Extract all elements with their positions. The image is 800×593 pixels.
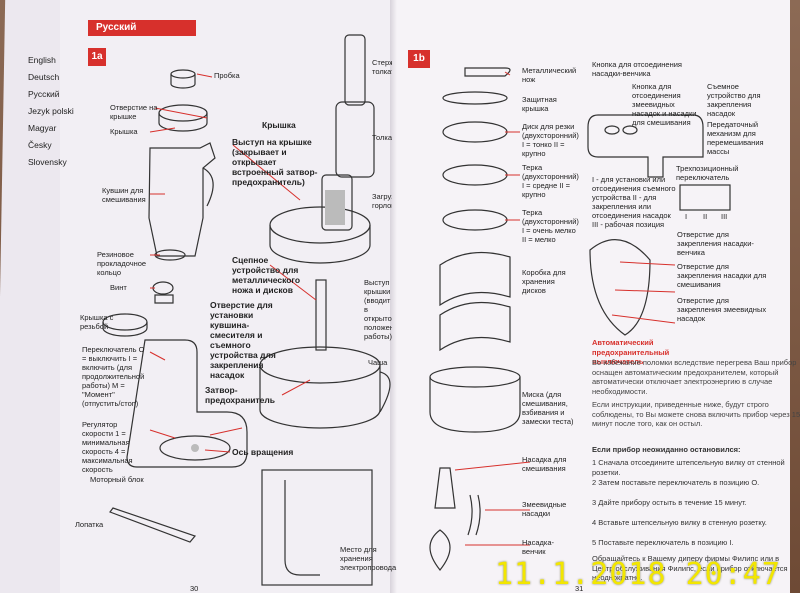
label-knopka-venchik: Кнопка для отсоединения насадки-венчика	[592, 60, 682, 78]
label-metall-nozh: Металлический нож	[522, 66, 577, 84]
stop-section-title: Если прибор неожиданно остановился:	[592, 445, 741, 454]
language-slovak: Slovensky	[28, 157, 67, 167]
section-1b-badge: 1b	[408, 50, 430, 68]
label-motorny-blok: Моторный блок	[90, 475, 144, 484]
pos-label-2: II	[703, 212, 708, 221]
label-kryshka-processor: Крышка	[262, 120, 296, 130]
label-otverstie-zmeevidnye: Отверстие для закрепления змеевидных нас…	[677, 296, 767, 323]
label-regulyator-skorosti: Регулятор скорости 1 = минимальная скоро…	[82, 420, 133, 474]
language-hungarian: Magyar	[28, 123, 57, 133]
step-2: 2 Затем поставьте переключатель в позици…	[592, 478, 760, 487]
pos-label-3: III	[721, 212, 728, 221]
label-kryshka-s-rezboy: Крышка с резьбой	[80, 313, 114, 331]
label-zatvor: Затвор-предохранитель	[205, 385, 275, 405]
label-terka-2: Терка (двухсторонний) I = очень мелко II…	[522, 208, 579, 244]
auto-switch-text-2: Если инструкции, приведенные ниже, будут…	[592, 400, 800, 428]
label-chasha: Чаша	[368, 358, 388, 367]
language-deutsch: Deutsch	[28, 72, 60, 82]
language-tab-russian: Русский	[88, 20, 196, 36]
language-english: English	[28, 55, 56, 65]
page-number-left: 30	[190, 584, 199, 593]
label-stsepnoe-ustroystvo: Сцепное устройство для металлического но…	[232, 255, 301, 295]
step-1: 1 Сначала отсоедините штепсельную вилку …	[592, 458, 785, 477]
label-otverstie-smeshivaniya: Отверстие для закрепления насадки для см…	[677, 262, 767, 289]
label-otverstie-ustanovki: Отверстие для установки кувшина-смесител…	[210, 300, 276, 380]
language-russian: Русский	[28, 89, 60, 99]
left-page	[60, 0, 395, 593]
label-lopatka: Лопатка	[75, 520, 104, 529]
label-tolkatel: Толкатель	[372, 133, 392, 142]
label-trekhpozitsionny: Трехпозиционный переключатель	[676, 164, 739, 182]
camera-date-stamp: 11.1.2018 20:47	[495, 557, 781, 592]
book-spine	[390, 0, 400, 593]
label-vystup-kryshki: Выступ крышки (вводит в открытое положен…	[364, 278, 392, 341]
label-miska: Миска (для смешивания, взбивания и замес…	[522, 390, 574, 426]
auto-switch-text-1: Во избежание поломки вследствие перегрев…	[592, 358, 797, 396]
step-4: 4 Вставьте штепсельную вилку в стенную р…	[592, 518, 767, 527]
label-zmeevidnye: Змеевидные насадки	[522, 500, 567, 518]
label-probka: Пробка	[214, 71, 240, 80]
step-3: 3 Дайте прибору остыть в течение 15 мину…	[592, 498, 747, 507]
language-polish: Jezyk polski	[28, 106, 74, 116]
label-os-vrashcheniya: Ось вращения	[232, 447, 294, 457]
label-positions: I - для установки или отсоединения съемн…	[592, 175, 676, 229]
footer-note: Обращайтесь к Вашему диперу фирмы Филипс…	[592, 554, 788, 582]
label-nasadka-venchik: Насадка-венчик	[522, 538, 554, 556]
section-1a-badge: 1a	[88, 48, 106, 66]
auto-switch-title: Автоматический предохранительный выключа…	[592, 338, 670, 366]
right-page	[395, 0, 790, 593]
label-korobka: Коробка для хранения дисков	[522, 268, 566, 295]
label-otverstie-venchik: Отверстие для закрепления насадки-венчик…	[677, 230, 754, 257]
label-kuvshin: Кувшин для смешивания	[102, 186, 146, 204]
page-number-right: 31	[575, 584, 584, 593]
label-peredatochny: Передаточный механизм для перемешивания …	[707, 120, 764, 156]
label-vystup-na-kryshke: Выступ на крышке (закрывает и открывает …	[232, 137, 318, 187]
label-knopka-otsoedineniya: Кнопка для отсоединения змеевидных насад…	[632, 82, 697, 127]
label-mesto-hraneniya: Место для хранения электропровода	[340, 545, 397, 572]
label-otverstie-na-kryshke: Отверстие на крышке	[110, 103, 158, 121]
label-sterzhen: Стержень толкателя	[372, 58, 392, 76]
label-vint: Винт	[110, 283, 127, 292]
pos-label-1: I	[685, 212, 688, 221]
label-zashchitnaya-kryshka: Защитная крышка	[522, 95, 557, 113]
label-semnoe-ustroystvo: Съемное устройство для закрепления насад…	[707, 82, 761, 118]
label-disk-rezki: Диск для резки (двухсторонний) I = тонко…	[522, 122, 579, 158]
label-pereklyuchatel: Переключатель О = выключить I = включить…	[82, 345, 145, 408]
step-5: 5 Поставьте переключатель в позицию I.	[592, 538, 734, 547]
label-kryshka: Крышка	[110, 127, 138, 136]
language-czech: Česky	[28, 140, 52, 150]
label-rezinovoe-kolco: Резиновое прокладочное кольцо	[97, 250, 147, 277]
label-nasadka-smeshivaniya: Насадка для смешивания	[522, 455, 567, 473]
label-terka-1: Терка (двухсторонний) I = средне II = кр…	[522, 163, 579, 199]
label-zagruzochnaya: Загрузочная горловина	[372, 192, 392, 210]
